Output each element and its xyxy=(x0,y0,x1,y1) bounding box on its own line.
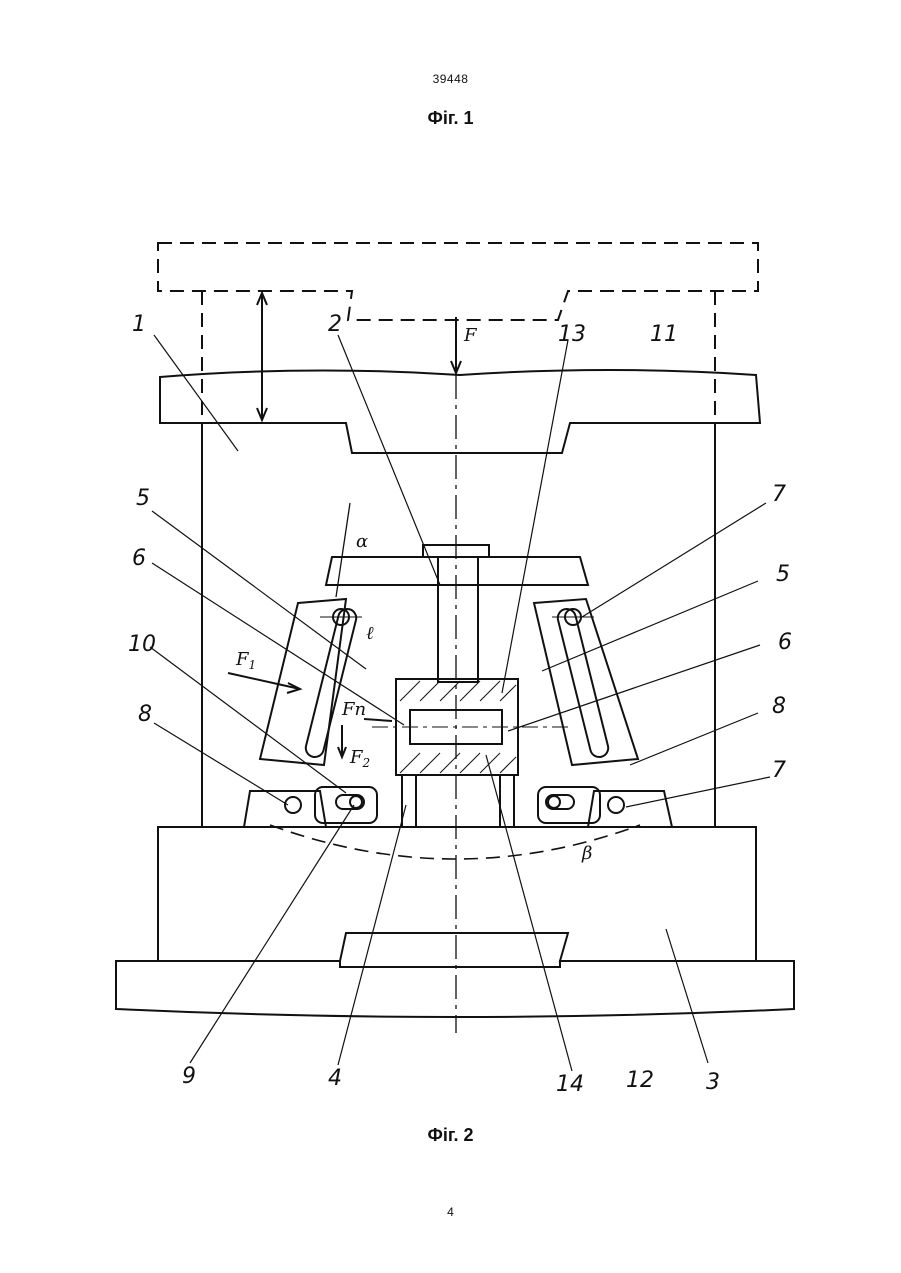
force-symbol: F xyxy=(463,325,478,346)
part-label-4: 4 xyxy=(328,1066,342,1091)
part-label-11: 11 xyxy=(650,322,678,347)
part-label-7-bottom: 7 xyxy=(772,758,786,783)
part-label-14: 14 xyxy=(556,1072,584,1097)
f1-symbol: F1 xyxy=(235,649,256,672)
right-lever xyxy=(534,599,638,765)
part-label-1: 1 xyxy=(132,312,146,337)
part-label-13: 13 xyxy=(558,322,586,347)
document-number: 39448 xyxy=(0,72,901,86)
part-label-7-top: 7 xyxy=(772,482,786,507)
figure-2-caption: Фіг. 2 xyxy=(0,1125,901,1146)
f2-symbol: F2 xyxy=(349,747,370,770)
part-label-8-right: 8 xyxy=(772,694,786,719)
upper-slide-dashed xyxy=(158,243,758,320)
ell-symbol: ℓ xyxy=(366,623,374,644)
part-label-6-left: 6 xyxy=(132,546,146,571)
fn-symbol: Fn xyxy=(341,699,366,720)
press-mechanism-drawing: 1 2 13 11 5 6 10 8 7 5 6 8 7 9 4 14 12 3… xyxy=(110,225,800,1105)
part-label-2: 2 xyxy=(328,312,342,337)
part-label-5-left: 5 xyxy=(136,486,150,511)
part-label-9: 9 xyxy=(182,1064,196,1089)
part-label-10: 10 xyxy=(128,632,156,657)
part-label-8-left: 8 xyxy=(138,702,152,727)
lower-plate xyxy=(116,961,794,1017)
part-label-5-right: 5 xyxy=(776,562,790,587)
beta-symbol: β xyxy=(581,843,592,864)
page-number: 4 xyxy=(0,1205,901,1219)
figure-1-caption: Фіг. 1 xyxy=(0,108,901,129)
upper-plate xyxy=(160,370,760,453)
alpha-symbol: α xyxy=(356,531,368,552)
base-plate xyxy=(158,827,756,961)
part-label-3: 3 xyxy=(706,1070,720,1095)
part-label-12: 12 xyxy=(626,1068,654,1093)
part-label-6-right: 6 xyxy=(778,630,792,655)
